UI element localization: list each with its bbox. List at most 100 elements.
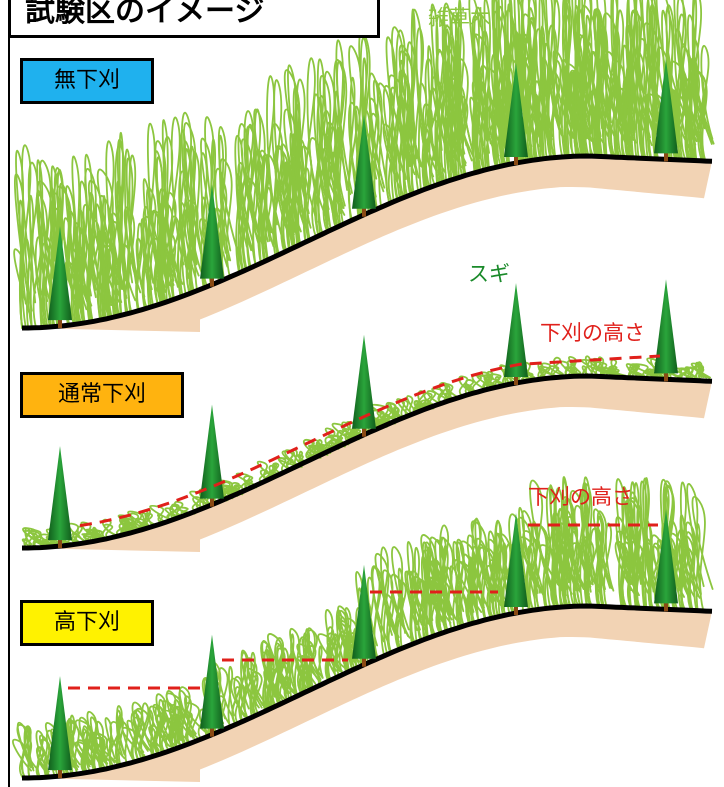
sugi-tree <box>654 279 678 382</box>
cut-height-label-normal: 下刈の高さ <box>540 321 645 345</box>
weed-stroke <box>18 199 27 329</box>
weed-stroke <box>56 185 81 326</box>
weed-stroke <box>231 675 246 726</box>
tree-trunk <box>362 654 366 667</box>
weed-stroke <box>377 82 398 205</box>
weed-stroke <box>104 245 122 319</box>
tree-trunk <box>210 724 214 737</box>
weed-stroke <box>142 216 159 310</box>
weed-stroke <box>157 513 166 525</box>
weed-stroke <box>426 390 441 408</box>
page-title: 試験区のイメージ <box>8 0 380 38</box>
weed-stroke <box>241 181 255 271</box>
weed-stroke <box>344 617 364 671</box>
tree-crown <box>654 59 678 154</box>
weed-stroke <box>590 360 617 378</box>
panel-kou-shitagari <box>12 476 714 782</box>
weed-stroke <box>135 707 158 760</box>
weed-stroke <box>627 481 638 609</box>
weed-stroke <box>116 180 127 317</box>
weed-stroke <box>317 110 335 235</box>
label-kou-shitagari: 高下刈 <box>20 600 154 646</box>
weed-stroke <box>545 0 561 159</box>
weeds-label: 雑草木 <box>428 6 491 30</box>
weed-stroke <box>580 76 593 157</box>
tree-crown <box>200 184 224 279</box>
weed-stroke <box>12 738 32 779</box>
weed-stroke <box>678 367 693 381</box>
tree-trunk <box>362 424 366 437</box>
weed-stroke <box>621 76 633 159</box>
weed-stroke <box>686 57 700 162</box>
weed-stroke <box>296 454 308 465</box>
weed-stroke <box>646 542 658 610</box>
weed-stroke <box>178 686 197 746</box>
weed-stroke <box>240 475 258 491</box>
weed-stroke <box>263 75 278 261</box>
weed-stroke <box>450 14 473 178</box>
weed-stroke <box>633 363 658 380</box>
sugi-tree <box>654 509 678 612</box>
weed-stroke <box>449 565 462 630</box>
weed-stroke <box>348 76 358 222</box>
weed-stroke <box>414 547 423 644</box>
weed-stroke <box>307 645 321 691</box>
weed-stroke <box>148 709 157 758</box>
weed-stroke <box>282 647 292 702</box>
weed-stroke <box>100 228 111 321</box>
weed-stroke <box>122 148 134 315</box>
tree-crown <box>200 404 224 499</box>
weed-stroke <box>435 560 445 635</box>
weed-stroke <box>581 365 589 377</box>
weed-stroke <box>431 387 452 404</box>
weed-stroke <box>629 491 645 609</box>
weed-stroke <box>539 544 567 609</box>
weed-stroke <box>564 366 584 378</box>
weed-stroke <box>680 43 696 162</box>
sugi-tree <box>200 404 224 507</box>
tree-trunk <box>210 494 214 507</box>
weed-stroke <box>296 643 322 691</box>
weed-stroke <box>91 528 102 542</box>
weed-stroke <box>325 632 341 682</box>
weed-stroke <box>393 406 403 421</box>
weed-stroke <box>317 444 328 456</box>
weed-stroke <box>21 144 37 329</box>
weed-stroke <box>464 383 476 395</box>
weed-stroke <box>410 8 418 195</box>
weed-stroke <box>549 60 565 159</box>
weed-stroke <box>175 506 196 517</box>
weed-stroke <box>160 136 178 304</box>
weed-stroke <box>86 191 97 323</box>
weed-stroke <box>458 375 474 398</box>
weed-stroke <box>305 451 315 461</box>
weed-stroke <box>550 356 564 379</box>
sugi-tree <box>504 283 528 386</box>
tree-crown <box>200 634 224 729</box>
weed-stroke <box>67 726 78 776</box>
weed-stroke <box>686 483 705 612</box>
weed-stroke <box>251 670 269 716</box>
weed-stroke <box>173 705 185 750</box>
weed-stroke <box>148 724 165 757</box>
tree-crown <box>654 279 678 374</box>
weed-stroke <box>430 3 443 186</box>
weed-stroke <box>372 79 388 208</box>
weed-stroke <box>390 573 409 651</box>
frame-left-border <box>8 36 10 787</box>
weed-stroke <box>65 185 80 326</box>
weed-stroke <box>650 534 669 610</box>
weed-stroke <box>289 633 296 700</box>
weed-stroke <box>478 546 503 620</box>
weed-stroke <box>584 355 593 377</box>
weed-stroke <box>454 39 462 179</box>
weed-stroke <box>267 464 277 480</box>
tree-trunk <box>514 373 518 386</box>
sugi-tree <box>352 334 376 437</box>
weed-stroke <box>131 701 149 762</box>
sugi-tree <box>48 226 72 329</box>
weed-stroke <box>324 427 341 450</box>
weed-stroke <box>594 517 606 608</box>
weed-stroke <box>135 517 150 531</box>
weed-stroke <box>681 544 701 612</box>
